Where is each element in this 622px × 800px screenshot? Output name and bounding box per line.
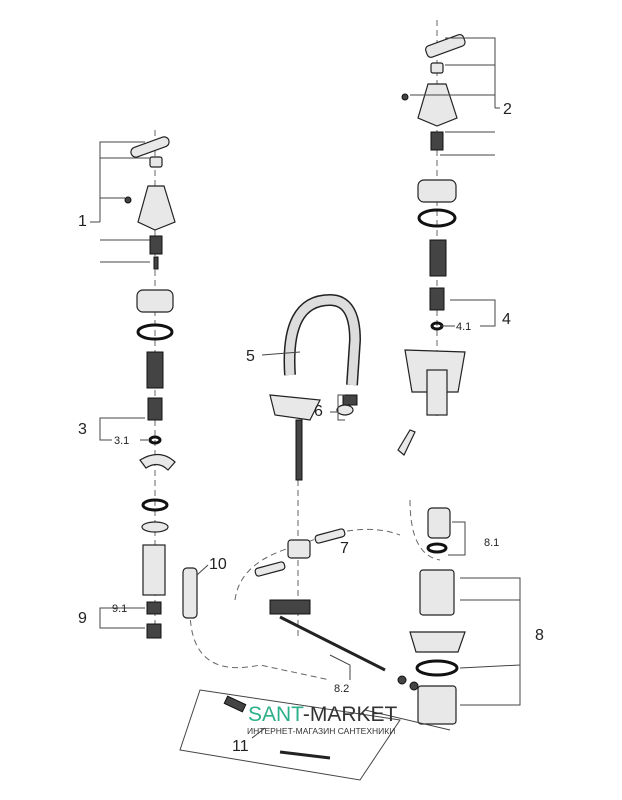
label-9: 9: [78, 610, 87, 627]
label-4: 4: [502, 311, 511, 328]
watermark-tagline: ИНТЕРНЕТ-МАГАЗИН САНТЕХНИКИ: [247, 726, 395, 736]
watermark-brand-b: -MARKET: [303, 703, 398, 726]
label-3-1: 3.1: [114, 435, 129, 447]
label-4-1: 4.1: [456, 321, 471, 333]
mixing-tee: [182, 528, 419, 691]
label-8-1: 8.1: [484, 537, 499, 549]
label-6: 6: [314, 403, 323, 420]
label-8-2: 8.2: [334, 683, 349, 695]
leader-lines: [90, 37, 521, 739]
right-handle-assembly: [397, 33, 466, 456]
label-2: 2: [503, 101, 512, 118]
label-9-1: 9.1: [112, 603, 127, 615]
label-5: 5: [246, 348, 255, 365]
popup-rod: [179, 689, 401, 781]
label-1: 1: [78, 213, 87, 230]
center-axes: [154, 20, 441, 681]
watermark-brand: SANT-MARKET: [248, 703, 398, 726]
part-number-labels: 1 2 3 3.1 4 4.1 5 6 7 8 8.1 8.2 9 9.1 10…: [78, 101, 544, 755]
label-7: 7: [340, 540, 349, 557]
spout: [269, 293, 362, 481]
watermark-brand-a: SANT: [248, 703, 304, 726]
label-10: 10: [209, 556, 227, 573]
label-8: 8: [535, 627, 544, 644]
drain-assembly: [409, 507, 466, 725]
label-3: 3: [78, 421, 87, 438]
watermark-logo: SANT-MARKET ИНТЕРНЕТ-МАГАЗИН САНТЕХНИКИ: [247, 703, 398, 736]
left-handle-assembly: [124, 136, 176, 639]
label-11: 11: [232, 738, 249, 755]
